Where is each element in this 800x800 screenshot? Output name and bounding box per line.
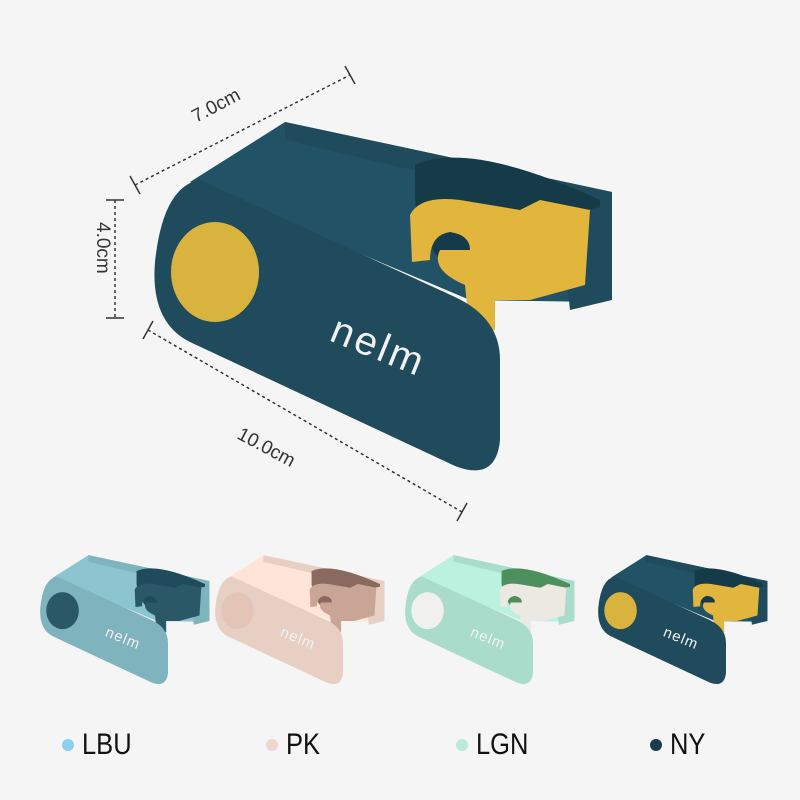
legend-ny: NY (650, 728, 712, 762)
slider-button (411, 592, 444, 630)
legend-pk: PK (266, 728, 326, 762)
color-dot-icon (62, 739, 74, 751)
variant-lgn: nelm (405, 555, 575, 685)
slider-button (46, 592, 79, 630)
width-label: 10.0cm (234, 424, 299, 472)
variant-pk: nelm (215, 555, 385, 685)
legend-lgn: LGN (456, 728, 538, 762)
main-product: nelm (154, 122, 612, 471)
slider-button (604, 592, 637, 630)
dimension-height: 4.0cm (92, 199, 124, 319)
variant-label: LGN (476, 728, 529, 761)
color-dot-icon (266, 739, 278, 751)
variant-label: PK (286, 728, 321, 761)
variant-ny: nelm (598, 555, 768, 685)
slider-button (221, 592, 254, 630)
color-dot-icon (456, 739, 468, 751)
variant-lbu: nelm (40, 555, 210, 685)
color-dot-icon (650, 739, 662, 751)
depth-label: 7.0cm (188, 85, 244, 128)
height-label: 4.0cm (92, 222, 113, 274)
slider-button (171, 222, 259, 322)
variant-label: NY (670, 728, 706, 761)
legend-lbu: LBU (62, 728, 140, 762)
variant-label: LBU (82, 728, 132, 761)
variant-thumbnails: nelm nelm nelm nelm (40, 555, 768, 685)
